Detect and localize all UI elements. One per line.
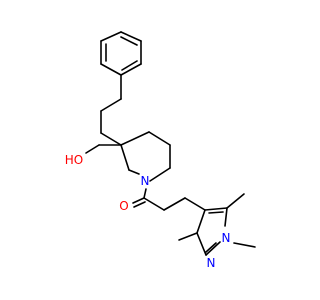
molecule-structure-diagram: HO N O N N [65,31,256,270]
bond [85,144,100,154]
bond [184,197,206,211]
bond [100,31,122,42]
bond [196,232,207,256]
piperidine-nitrogen-label: N [141,174,150,188]
pyrazole-n1-label: N [222,231,231,245]
pyrazole-ring: N N [196,207,231,270]
bond [120,63,142,76]
carbonyl-oxygen-label: O [119,199,128,213]
propyl-chain [100,74,122,146]
double-bond-line [205,242,217,253]
hydroxyl-label: HO [65,153,83,167]
amide-carbonyl: O [119,188,147,213]
bond [120,144,130,171]
bond [132,197,145,204]
bond [100,98,122,112]
piperidine-ring: N [120,131,171,188]
double-bond-line [208,211,224,214]
double-bond-line [133,201,146,208]
bond [233,242,256,248]
aromatic-inner-bond [120,36,138,46]
bond [128,169,140,175]
bond [100,132,122,146]
bond [148,131,171,146]
methyl-groups [178,193,256,248]
hydroxymethyl-group: HO [65,144,122,167]
bond [100,63,122,76]
bond [204,207,228,211]
pyrazole-n2-label: N [207,256,216,270]
bond [143,197,165,211]
linker-chain [143,197,206,211]
bond [143,188,147,199]
bond [149,167,171,182]
bond [224,207,228,227]
bond [178,232,198,241]
bond [196,209,206,234]
bond [120,131,150,146]
bond [226,193,245,209]
phenyl-ring [100,31,142,76]
bond [205,241,221,256]
bond [120,31,142,42]
aromatic-inner-bond [121,60,138,71]
bond [163,197,186,211]
